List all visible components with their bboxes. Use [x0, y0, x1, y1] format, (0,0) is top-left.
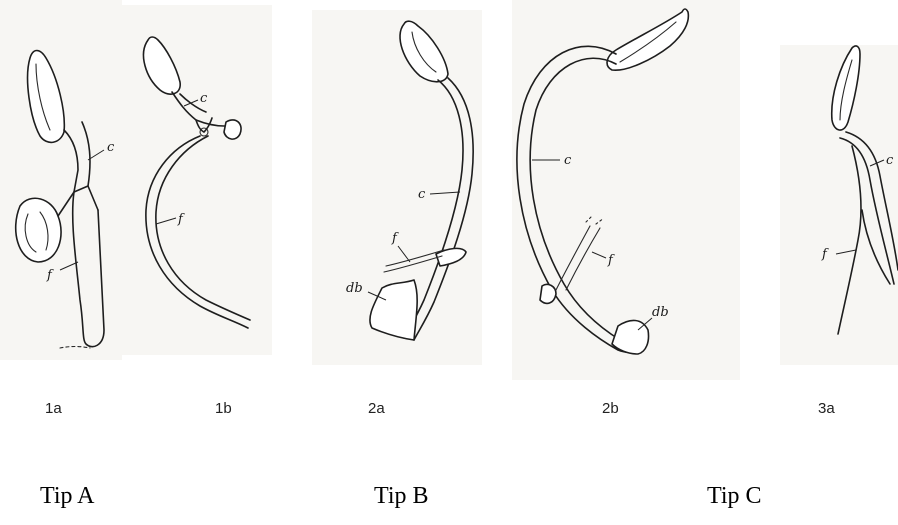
type-label-b: Tip B [374, 483, 429, 509]
type-label-c: Tip C [707, 483, 762, 509]
figure-label-1b: 1b [215, 400, 232, 417]
figure-label-2a: 2a [368, 400, 385, 417]
fig1b-label-c: c [200, 91, 208, 106]
figure-label-1a: 1a [45, 400, 62, 417]
fig3a-label-c: c [886, 153, 894, 168]
panel-bg-1a [0, 0, 122, 360]
figure-label-2b: 2b [602, 400, 619, 417]
type-label-a: Tip A [40, 483, 95, 509]
figure-label-3a: 3a [818, 400, 835, 417]
fig1a-label-c: c [107, 140, 115, 155]
fig2a-label-c: c [418, 187, 426, 202]
fig1a-side-bulb [16, 198, 61, 262]
fig2a-label-db: db [346, 281, 363, 296]
fig2b-label-db: db [652, 305, 669, 320]
fig2b-label-c: c [564, 153, 572, 168]
